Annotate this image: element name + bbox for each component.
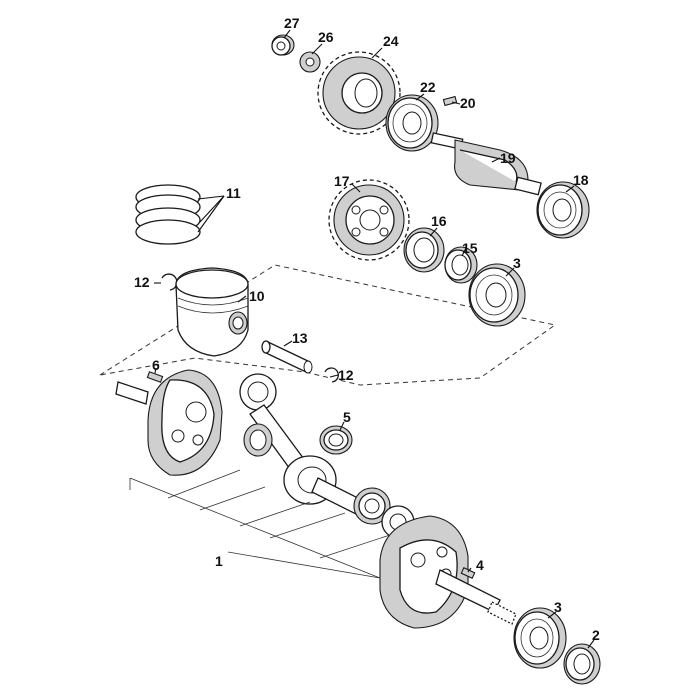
callout-5: 5 <box>343 409 351 425</box>
part-24-drive-gear <box>317 51 401 135</box>
part-small-end-bearing <box>243 423 273 457</box>
part-6-key <box>146 371 164 383</box>
callout-3-upper: 3 <box>513 255 521 271</box>
part-5-needle-bearing <box>319 425 353 455</box>
callout-26: 26 <box>318 29 334 45</box>
part-1-crank-half-right <box>379 515 517 629</box>
callout-18: 18 <box>573 172 589 188</box>
part-12-circlip-lower <box>324 367 339 383</box>
part-11-piston-rings <box>135 184 201 245</box>
callout-1: 1 <box>215 553 223 569</box>
callout-12-lower: 12 <box>338 367 354 383</box>
part-big-end-bearing <box>353 487 391 525</box>
callout-16: 16 <box>431 213 447 229</box>
callout-19: 19 <box>500 150 516 166</box>
callout-12-upper: 12 <box>134 274 150 290</box>
part-2-oil-seal <box>563 643 601 685</box>
callout-15: 15 <box>462 240 478 256</box>
callout-6: 6 <box>152 357 160 373</box>
part-15-bushing <box>444 246 478 284</box>
part-1-grouping-lines <box>129 469 391 579</box>
part-1-crank-half-left <box>115 369 223 476</box>
part-16-spacer-ring <box>403 227 445 273</box>
callout-20: 20 <box>460 95 476 111</box>
part-10-piston <box>175 267 249 357</box>
callout-17: 17 <box>334 173 350 189</box>
assembly-dashed-outline <box>99 264 557 386</box>
part-3-main-bearing-upper <box>468 263 526 327</box>
part-22-bearing <box>385 94 439 152</box>
part-20-key <box>442 95 458 107</box>
part-13-piston-pin <box>261 340 313 374</box>
part-27-nut <box>271 34 295 56</box>
part-19-balancer-shaft <box>430 132 542 196</box>
callout-10: 10 <box>249 288 265 304</box>
part-18-bearing <box>536 181 590 239</box>
callout-27: 27 <box>284 15 300 31</box>
part-26-lock-washer <box>299 51 321 73</box>
part-12-circlip-upper <box>161 273 178 291</box>
callout-2: 2 <box>592 627 600 643</box>
callout-13: 13 <box>292 330 308 346</box>
callout-22: 22 <box>420 79 436 95</box>
callout-24: 24 <box>383 33 399 49</box>
callout-11: 11 <box>226 185 241 201</box>
callout-3-lower: 3 <box>554 599 562 615</box>
leader-lines <box>154 29 595 649</box>
part-3-main-bearing-lower <box>513 607 567 669</box>
part-17-balancer-gear <box>328 179 410 261</box>
callout-4: 4 <box>476 557 484 573</box>
